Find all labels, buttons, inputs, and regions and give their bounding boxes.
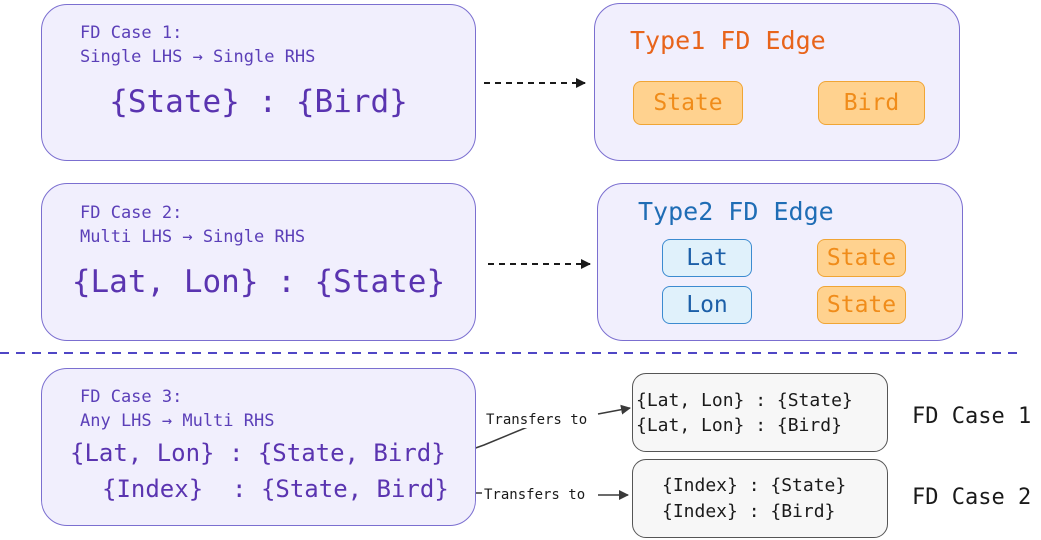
fd-case1-subheading: Single LHS → Single RHS — [80, 47, 316, 67]
type2-lat-node: Lat — [662, 239, 752, 277]
fd-case3-heading: FD Case 3: — [80, 387, 183, 407]
type2-lon-node: Lon — [662, 286, 752, 324]
type1-target-node: Bird — [818, 81, 925, 125]
transfer-label-2: Transfers to — [484, 487, 586, 503]
type2-state-node-2: State — [817, 286, 906, 324]
type1-edge-title: Type1 FD Edge — [630, 26, 826, 55]
type2-edge-title: Type2 FD Edge — [638, 197, 834, 226]
result2-line-1: {Index} : {State} — [662, 475, 847, 496]
fd-case1-box — [41, 4, 476, 161]
result2-line-2: {Index} : {Bird} — [662, 501, 836, 522]
result1-label: FD Case 1 — [912, 404, 1032, 429]
fd-case3-expression-1: {Lat, Lon} : {State, Bird} — [70, 439, 446, 467]
fd-case3-box — [41, 368, 476, 526]
fd-case2-subheading: Multi LHS → Single RHS — [80, 227, 306, 247]
result2-box — [632, 459, 888, 538]
type2-state-node-1: State — [817, 239, 906, 277]
transfer-arrow-1-head — [597, 404, 631, 415]
fd-case2-heading: FD Case 2: — [80, 203, 183, 223]
fd-case1-expression: {State} : {Bird} — [109, 84, 408, 120]
result2-label: FD Case 2 — [912, 485, 1032, 510]
fd-case3-subheading: Any LHS → Multi RHS — [80, 411, 275, 431]
result1-box — [632, 373, 888, 452]
fd-case2-box — [41, 183, 476, 341]
type1-source-node: State — [633, 81, 743, 125]
result1-line-1: {Lat, Lon} : {State} — [636, 390, 853, 411]
fd-case3-expression-2: {Index} : {State, Bird} — [102, 475, 449, 503]
result1-line-2: {Lat, Lon} : {Bird} — [636, 415, 842, 436]
fd-case1-heading: FD Case 1: — [80, 23, 183, 43]
transfer-label-1: Transfers to — [486, 412, 588, 428]
fd-case2-expression: {Lat, Lon} : {State} — [71, 264, 446, 300]
